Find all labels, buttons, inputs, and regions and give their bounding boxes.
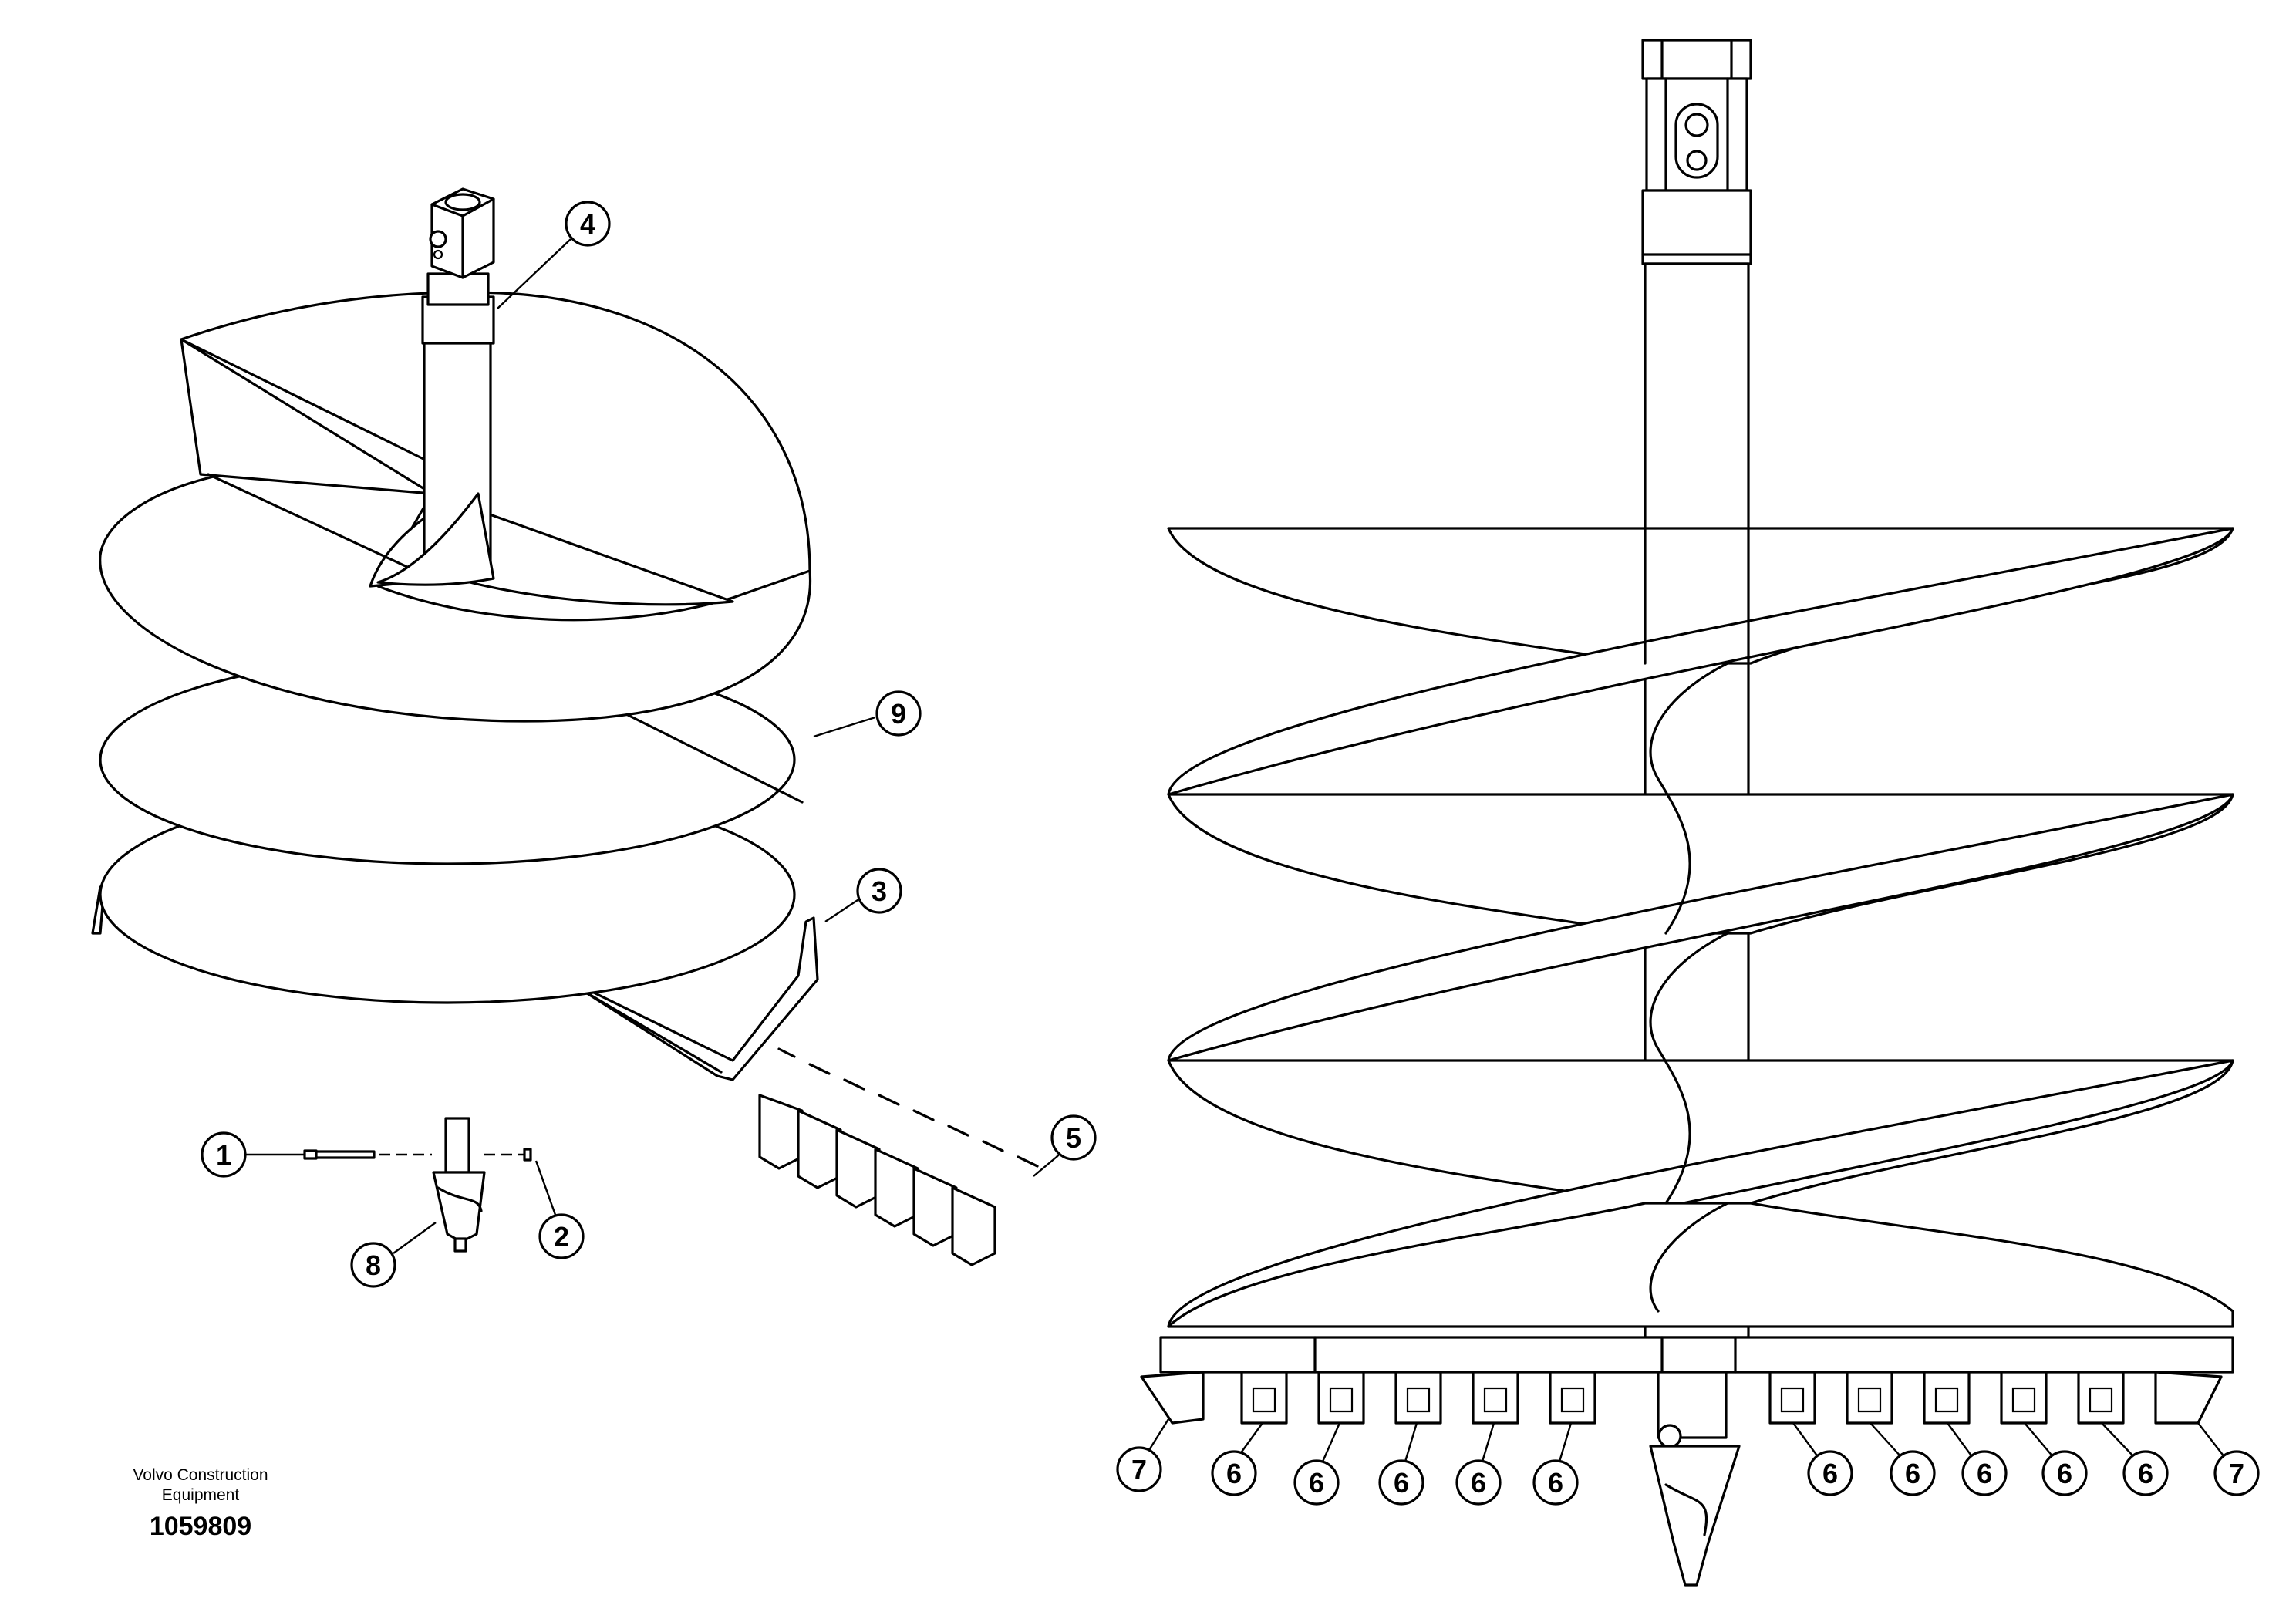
callout-5-label: 5 — [1066, 1122, 1081, 1154]
callout-6-h: 6 — [1947, 1422, 2008, 1496]
callout-6-i: 6 — [2024, 1422, 2088, 1496]
callout-8: 8 — [350, 1222, 437, 1288]
tooth-icon — [758, 1047, 1039, 1266]
callout-6-a: 6 — [1211, 1422, 1263, 1496]
auger-isometric-icon — [91, 187, 819, 1081]
callout-1: 1 — [201, 1131, 305, 1178]
callout-4: 4 — [497, 201, 611, 309]
callout-6-g: 6 — [1870, 1422, 1936, 1496]
callout-3: 3 — [824, 868, 902, 922]
callout-6-e-label: 6 — [1548, 1467, 1563, 1499]
callout-6-j-label: 6 — [2138, 1458, 2153, 1489]
maker-name-line-1: Volvo Construction — [133, 1466, 268, 1484]
pilot-bit-icon — [303, 1117, 532, 1253]
callout-6-c: 6 — [1378, 1422, 1424, 1506]
callout-6-f: 6 — [1792, 1422, 1853, 1496]
callout-4-label: 4 — [580, 208, 595, 240]
callout-2: 2 — [534, 1160, 585, 1259]
callout-2-label: 2 — [554, 1221, 569, 1253]
callout-6-c-label: 6 — [1394, 1467, 1409, 1499]
callout-3-label: 3 — [872, 875, 887, 907]
callout-8-label: 8 — [366, 1249, 381, 1281]
callout-7-right: 7 — [2197, 1422, 2260, 1496]
callout-6-b-label: 6 — [1309, 1467, 1324, 1499]
callout-6-b: 6 — [1293, 1422, 1341, 1506]
callout-9: 9 — [813, 690, 922, 738]
callout-7-left: 7 — [1116, 1418, 1170, 1492]
callout-6-j: 6 — [2101, 1422, 2169, 1496]
callout-6-d: 6 — [1455, 1422, 1502, 1506]
callout-7-left-label: 7 — [1131, 1454, 1147, 1485]
callout-6-e: 6 — [1532, 1422, 1579, 1506]
callout-6-d-label: 6 — [1471, 1467, 1486, 1499]
callout-6-i-label: 6 — [2057, 1458, 2072, 1489]
callout-9-label: 9 — [891, 698, 906, 730]
callout-6-f-label: 6 — [1822, 1458, 1838, 1489]
callout-7-right-label: 7 — [2229, 1458, 2244, 1489]
auger-side-view-icon — [1140, 39, 2234, 1587]
maker-name-line-2: Equipment — [161, 1486, 240, 1504]
drawing-number: 1059809 — [149, 1512, 252, 1541]
drawing-credit: Volvo Construction Equipment 1059809 — [77, 1465, 324, 1542]
callout-5: 5 — [1033, 1114, 1097, 1177]
callout-6-g-label: 6 — [1905, 1458, 1920, 1489]
callout-6-a-label: 6 — [1226, 1458, 1242, 1489]
callout-6-h-label: 6 — [1977, 1458, 1992, 1489]
callout-1-label: 1 — [216, 1139, 231, 1171]
